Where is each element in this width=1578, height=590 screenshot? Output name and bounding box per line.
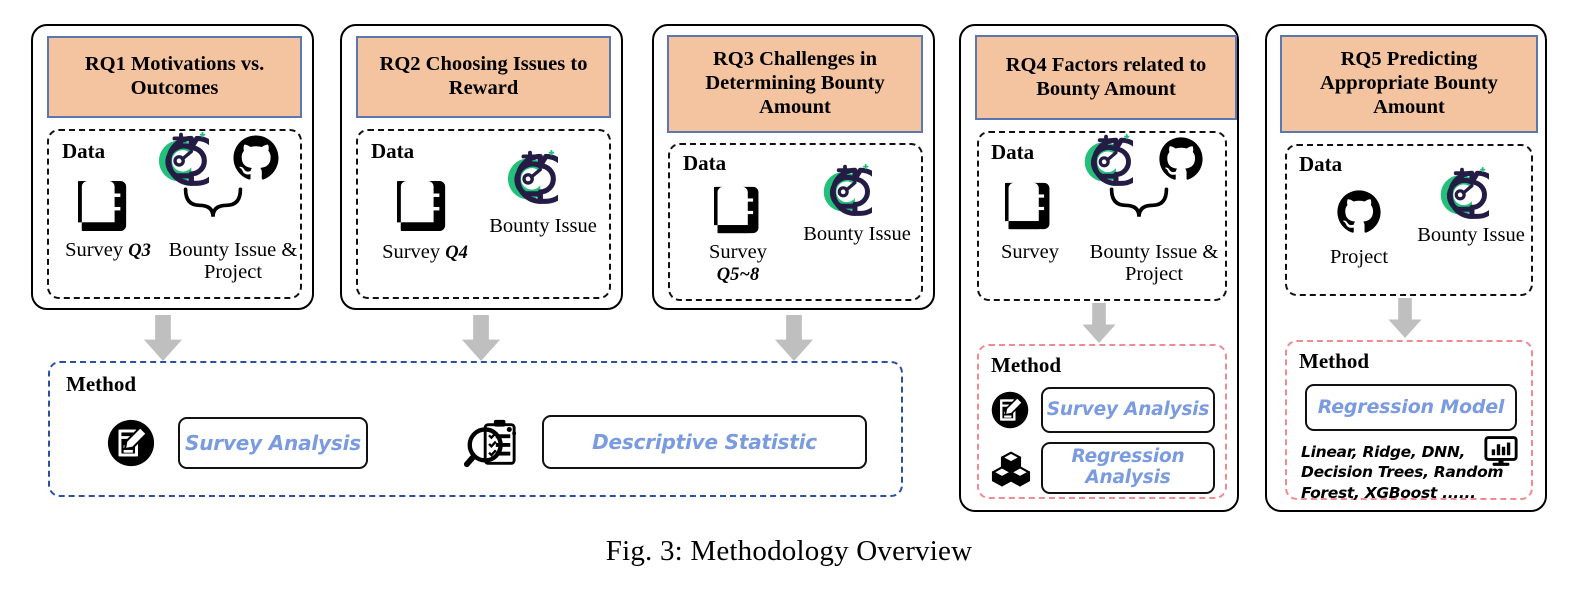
survey-checklist-icon bbox=[714, 185, 760, 235]
bounty-issue-icon bbox=[818, 163, 872, 217]
rq5-data-title: Data bbox=[1299, 152, 1343, 176]
method-pill-survey-analysis[interactable]: Survey Analysis bbox=[178, 417, 368, 469]
rq1-data-label-bounty: Bounty Issue & Project bbox=[168, 239, 298, 284]
rq4-method-pill-survey-analysis[interactable]: Survey Analysis bbox=[1041, 387, 1215, 433]
survey-label: Survey bbox=[65, 239, 124, 261]
rq4-data-label-survey: Survey bbox=[1000, 241, 1060, 263]
arrow-rq1-to-method bbox=[143, 315, 183, 361]
survey-question-range: Q4 bbox=[445, 243, 468, 263]
card-rq4: RQ4 Factors related to Bounty Amount Dat… bbox=[959, 24, 1239, 512]
rq3-data-label-survey: Survey Q5~8 bbox=[678, 241, 798, 286]
rq4-data-title: Data bbox=[991, 140, 1035, 164]
magnifier-clipboard-icon bbox=[462, 415, 518, 471]
rq5-method-panel: Method Regression Model Linear, Ridge, D… bbox=[1285, 340, 1533, 503]
github-icon bbox=[233, 135, 279, 180]
github-icon bbox=[1337, 190, 1381, 233]
brace-icon bbox=[183, 187, 243, 219]
rq3-data-label-bounty: Bounty Issue bbox=[803, 223, 911, 245]
bounty-issue-icon bbox=[1079, 133, 1133, 187]
rq2-header: RQ2 Choosing Issues to Reward bbox=[356, 36, 611, 118]
rq3-data-panel: Data Survey Q5~8 Bounty Issue bbox=[668, 143, 923, 301]
rq5-data-label-bounty: Bounty Issue bbox=[1417, 224, 1525, 246]
arrow-rq3-to-method bbox=[774, 315, 814, 361]
chart-monitor-icon bbox=[1484, 436, 1518, 467]
arrow-rq5-data-to-method bbox=[1388, 298, 1422, 338]
rq5-header: RQ5 Predicting Appropriate Bounty Amount bbox=[1280, 35, 1538, 133]
arrow-rq4-data-to-method bbox=[1082, 303, 1116, 343]
model-list-line-2: Decision Trees, Random bbox=[1301, 463, 1504, 482]
card-rq3: RQ3 Challenges in Determining Bounty Amo… bbox=[652, 24, 935, 310]
rq2-data-label-survey: Survey Q4 bbox=[362, 241, 488, 264]
survey-checklist-icon bbox=[78, 179, 128, 233]
cubes-icon bbox=[991, 451, 1031, 487]
survey-checklist-icon bbox=[1005, 181, 1051, 231]
rq5-method-pill-regression-model[interactable]: Regression Model bbox=[1305, 384, 1517, 431]
model-list-line-3: Forest, XGBoost ...... bbox=[1301, 483, 1476, 502]
bounty-issue-icon bbox=[502, 149, 558, 205]
rq4-method-panel: Method Survey Analysis Regression Analys… bbox=[977, 344, 1227, 499]
survey-label: Survey bbox=[708, 241, 768, 263]
rq2-data-label-bounty: Bounty Issue bbox=[489, 215, 597, 237]
card-rq2: RQ2 Choosing Issues to Reward Data Surve… bbox=[340, 24, 623, 310]
rq3-data-title: Data bbox=[683, 151, 727, 175]
rq5-data-label-project: Project bbox=[1329, 246, 1389, 268]
rq5-data-panel: Data Project Bounty Issue bbox=[1285, 144, 1533, 296]
rq1-header: RQ1 Motivations vs. Outcomes bbox=[47, 36, 302, 118]
rq1-data-panel: Data Survey Q3 Bounty Issue & Project bbox=[47, 129, 302, 299]
rq4-header: RQ4 Factors related to Bounty Amount bbox=[975, 35, 1237, 120]
shared-method-title: Method bbox=[66, 372, 136, 396]
rq1-data-label-survey: Survey Q3 bbox=[47, 239, 169, 262]
rq5-method-title: Method bbox=[1299, 349, 1369, 373]
survey-checklist-icon bbox=[397, 179, 447, 233]
method-pill-descriptive-statistic[interactable]: Descriptive Statistic bbox=[542, 415, 867, 469]
rq4-method-title: Method bbox=[991, 353, 1061, 377]
survey-edit-icon bbox=[107, 419, 155, 467]
rq4-method-pill-regression-analysis[interactable]: Regression Analysis bbox=[1041, 442, 1215, 494]
arrow-rq2-to-method bbox=[461, 315, 501, 361]
rq4-data-label-bounty: Bounty Issue & Project bbox=[1089, 241, 1219, 286]
survey-question-range: Q5~8 bbox=[716, 265, 760, 286]
rq2-data-panel: Data Survey Q4 Bounty Issue bbox=[356, 129, 611, 299]
card-rq1: RQ1 Motivations vs. Outcomes Data Survey… bbox=[31, 24, 314, 310]
rq3-header: RQ3 Challenges in Determining Bounty Amo… bbox=[667, 35, 923, 133]
github-icon bbox=[1159, 137, 1203, 180]
survey-question-range: Q3 bbox=[128, 241, 151, 261]
rq2-data-title: Data bbox=[371, 139, 415, 163]
model-list-line-1: Linear, Ridge, DNN, bbox=[1301, 443, 1466, 461]
shared-method-panel: Method Survey Analysis Descriptive Stati… bbox=[48, 361, 903, 497]
rq1-data-title: Data bbox=[62, 139, 106, 163]
bounty-issue-icon bbox=[153, 131, 209, 187]
card-rq5: RQ5 Predicting Appropriate Bounty Amount… bbox=[1265, 24, 1547, 512]
survey-edit-icon bbox=[991, 391, 1029, 429]
figure-caption: Fig. 3: Methodology Overview bbox=[605, 535, 973, 567]
rq4-data-panel: Data Survey Bounty Issue & Project bbox=[977, 131, 1227, 301]
brace-icon bbox=[1109, 187, 1169, 219]
rq5-model-list: Linear, Ridge, DNN, Decision Trees, Rand… bbox=[1301, 442, 1511, 503]
bounty-issue-icon bbox=[1435, 166, 1489, 220]
survey-label: Survey bbox=[382, 241, 441, 263]
